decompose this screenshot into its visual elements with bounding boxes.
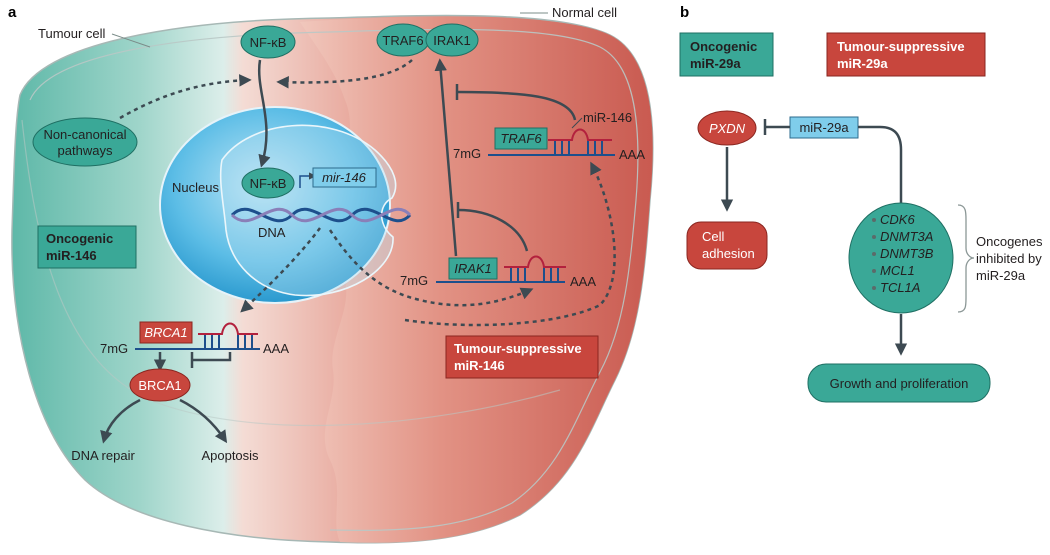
- suppressive-mir29a-label-2: miR-29a: [837, 56, 888, 71]
- apoptosis-label: Apoptosis: [201, 448, 259, 463]
- brca1-to-apoptosis-arrow: [179, 398, 228, 444]
- oncogene-bullet: [872, 218, 876, 222]
- irak1-protein-node: [425, 23, 479, 57]
- traf6-gene-box: [494, 127, 548, 150]
- growth-proliferation-label: Growth and proliferation: [830, 376, 969, 391]
- suppressive-mir146-label-1: Tumour-suppressive: [454, 341, 582, 356]
- nucleus-label: Nucleus: [172, 180, 219, 195]
- non-canonical-label-2: pathways: [58, 143, 113, 158]
- oncogenic-mir146-label-2: miR-146: [46, 248, 97, 263]
- non-canonical-label-1: Non-canonical: [43, 127, 126, 142]
- oncogene-item: TCL1A: [880, 280, 920, 295]
- nucleus: [159, 106, 391, 304]
- irak1-mirna-duplex: [510, 267, 559, 282]
- normal-cell-label: Normal cell: [552, 5, 617, 20]
- panel-label-a: a: [8, 4, 17, 21]
- oncogenes-caption-2: inhibited by: [976, 251, 1042, 266]
- oncogenes-brace: [957, 204, 975, 313]
- traf6-to-nfkb-arrow: [276, 59, 413, 89]
- traf6-mirna-label: miR-146: [583, 110, 632, 125]
- traf6-gene-label: TRAF6: [500, 131, 542, 146]
- mir146-gene-box: [312, 167, 377, 188]
- brca1-gene-label: BRCA1: [144, 325, 187, 340]
- nfkb-nucleus-node: [241, 167, 295, 199]
- brca1-mirna-duplex: [204, 334, 253, 349]
- irak1-mrna-cap: 7mG: [400, 273, 428, 288]
- brca1-mrna-tail: AAA: [263, 341, 289, 356]
- growth-proliferation-box: [807, 363, 991, 403]
- irak1-gene-label: IRAK1: [454, 261, 492, 276]
- mir146-to-brca1-arrow: [240, 227, 322, 313]
- cell-adhesion-label-1: Cell: [702, 229, 725, 244]
- suppressive-mir29a-label-1: Tumour-suppressive: [837, 39, 965, 54]
- oncogene-item: CDK6: [880, 212, 915, 227]
- oncogene-item: DNMT3A: [880, 229, 933, 244]
- nfkb-top-label: NF-κB: [250, 35, 287, 50]
- oncogenic-mir146-label-1: Oncogenic: [46, 231, 113, 246]
- nfkb-nucleus-label: NF-κB: [250, 176, 287, 191]
- irak1-mirna-strand: [504, 255, 566, 268]
- suppressive-mir146-box: [445, 335, 599, 379]
- oncogenes-node: [848, 202, 954, 314]
- suppressive-mir29a-box: [826, 32, 986, 77]
- irak1-to-protein-arrow: [434, 58, 458, 257]
- pxdn-node: [697, 110, 757, 146]
- traf6-protein-label: TRAF6: [382, 33, 423, 48]
- non-canonical-to-nfkb-arrow: [119, 74, 252, 120]
- mir29a-oncogenes-inhibition: [858, 125, 903, 215]
- brca1-protein-node: [129, 368, 191, 402]
- brca1-mirna-strand: [198, 322, 258, 335]
- oncogenic-mir146-box: [37, 225, 137, 269]
- traf6-mirna-strand: [548, 128, 612, 141]
- nfkb-translocation-arrow: [257, 59, 271, 168]
- brca1-to-dna-repair-arrow: [100, 398, 141, 444]
- oncogenes-caption-3: miR-29a: [976, 268, 1026, 283]
- irak1-protein-label: IRAK1: [433, 33, 471, 48]
- mir146-to-irak1-arrow: [328, 229, 534, 307]
- oncogenes-list: CDK6 DNMT3A DNMT3B MCL1 TCL1A: [872, 212, 934, 295]
- oncogenic-mir29a-box: [679, 32, 774, 77]
- mir146-to-traf6-arrow: [404, 161, 616, 327]
- cell-adhesion-label-2: adhesion: [702, 246, 755, 261]
- oncogene-item: MCL1: [880, 263, 915, 278]
- oncogene-bullet: [872, 252, 876, 256]
- brca1-inhibition: [192, 352, 232, 362]
- dna-label: DNA: [258, 225, 286, 240]
- nfkb-top-node: [240, 25, 296, 59]
- oncogenic-mir29a-label-1: Oncogenic: [690, 39, 757, 54]
- panel-label-b: b: [680, 4, 689, 21]
- mir146-gene-label: mir-146: [322, 170, 367, 185]
- dna-repair-label: DNA repair: [71, 448, 135, 463]
- traf6-mrna-tail: AAA: [619, 147, 645, 162]
- traf6-mirna-duplex: [554, 140, 603, 155]
- non-canonical-node: [32, 117, 138, 167]
- brca1-mrna-cap: 7mG: [100, 341, 128, 356]
- oncogenes-caption-1: Oncogenes: [976, 234, 1043, 249]
- mirna-callout: [571, 117, 583, 129]
- oncogene-bullet: [872, 269, 876, 273]
- transcription-start-arrow: [299, 172, 317, 188]
- cell-adhesion-box: [686, 221, 768, 270]
- brca1-protein-label: BRCA1: [138, 378, 181, 393]
- oncogene-bullet: [872, 235, 876, 239]
- pxdn-label: PXDN: [709, 121, 746, 136]
- brca1-gene-box: [139, 321, 193, 344]
- tumour-cell-label: Tumour cell: [38, 26, 106, 41]
- traf6-inhibition: [456, 90, 577, 121]
- irak1-inhibition: [457, 208, 529, 252]
- irak1-mrna-tail: AAA: [570, 274, 596, 289]
- normal-cell-region: [300, 16, 653, 543]
- mir29a-label: miR-29a: [799, 120, 849, 135]
- dna-strand-2: [230, 207, 412, 223]
- irak1-gene-box: [448, 257, 498, 280]
- traf6-mrna-cap: 7mG: [453, 146, 481, 161]
- tumour-callout-line: [111, 33, 151, 48]
- oncogene-bullet: [872, 286, 876, 290]
- oncogene-item: DNMT3B: [880, 246, 934, 261]
- suppressive-mir146-label-2: miR-146: [454, 358, 505, 373]
- oncogenic-mir29a-label-2: miR-29a: [690, 56, 741, 71]
